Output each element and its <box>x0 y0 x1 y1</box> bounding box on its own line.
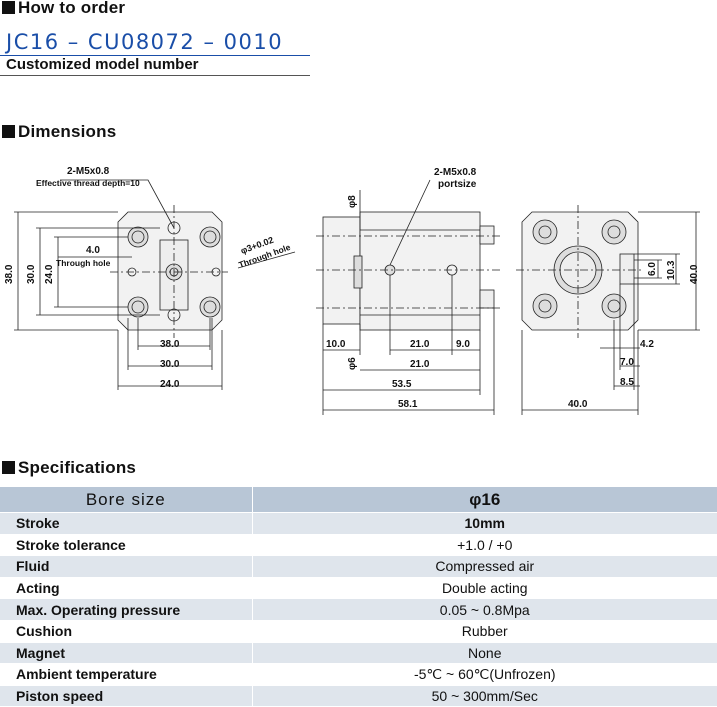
dim-back-d85: 8.5 <box>620 377 634 388</box>
spec-label: Stroke <box>0 512 253 535</box>
how-to-order-title: How to order <box>2 0 125 18</box>
caption-underline <box>0 75 310 76</box>
spec-header-label: Bore size <box>0 487 253 513</box>
spec-value: 10mm <box>252 512 717 535</box>
specifications-title: Specifications <box>2 458 136 478</box>
callout-thread-depth: Effective thread depth=10 <box>36 178 140 188</box>
dimensions-title: Dimensions <box>2 122 116 142</box>
spec-header-value: φ16 <box>252 487 717 513</box>
table-row: Cushion Rubber <box>0 620 717 643</box>
dimensions-label: Dimensions <box>18 122 117 141</box>
dim-back-d42: 4.2 <box>640 339 654 350</box>
spec-label: Ambient temperature <box>0 663 253 686</box>
dim-side-phi6: φ6 <box>347 357 358 370</box>
dim-back-v6: 6.0 <box>647 262 658 276</box>
spec-value: Compressed air <box>252 555 717 578</box>
spec-value: +1.0 / +0 <box>252 534 717 557</box>
dim-back-v103: 10.3 <box>666 260 677 280</box>
square-bullet-icon <box>2 125 15 138</box>
dim-back-v40: 40.0 <box>689 264 700 284</box>
table-row: Max. Operating pressure 0.05 ~ 0.8Mpa <box>0 598 717 621</box>
square-bullet-icon <box>2 461 15 474</box>
dim-front-h24: 24.0 <box>44 264 55 284</box>
dim-side-d21b: 21.0 <box>410 359 430 370</box>
table-row: Stroke 10mm <box>0 512 717 535</box>
table-row: Stroke tolerance +1.0 / +0 <box>0 534 717 557</box>
spec-label: Fluid <box>0 555 253 578</box>
model-number: JC16 – CU08072 – 0010 <box>6 30 284 54</box>
dim-side-phi8: φ8 <box>347 195 358 208</box>
table-row: Magnet None <box>0 642 717 665</box>
how-to-order-label: How to order <box>18 0 126 17</box>
callout-through-hole: Through hole <box>56 258 111 268</box>
spec-label: Magnet <box>0 642 253 665</box>
dimension-drawing: 2-M5x0.8 Effective thread depth=10 2-M5x… <box>4 166 700 415</box>
model-caption: Customized model number <box>6 56 199 73</box>
dim-front-h38: 38.0 <box>4 264 15 284</box>
dim-front-w38: 38.0 <box>160 339 180 350</box>
table-row: Fluid Compressed air <box>0 555 717 578</box>
dim-side-d9: 9.0 <box>456 339 470 350</box>
spec-label: Stroke tolerance <box>0 534 253 557</box>
spec-label: Acting <box>0 577 253 600</box>
dim-back-w40: 40.0 <box>568 399 588 410</box>
table-row: Ambient temperature -5℃ ~ 60℃(Unfrozen) <box>0 663 717 686</box>
dim-front-h30: 30.0 <box>26 264 37 284</box>
spec-value: Double acting <box>252 577 717 600</box>
spec-label: Max. Operating pressure <box>0 598 253 621</box>
dim-front-w30: 30.0 <box>160 359 180 370</box>
spec-value: None <box>252 642 717 665</box>
spec-value: 50 ~ 300mm/Sec <box>252 685 717 707</box>
dim-side-d21a: 21.0 <box>410 339 430 350</box>
dim-front-w24: 24.0 <box>160 379 180 390</box>
table-row: Piston speed 50 ~ 300mm/Sec <box>0 685 717 707</box>
dim-side-d10: 10.0 <box>326 339 346 350</box>
front-view <box>14 179 296 390</box>
spec-header-row: Bore size φ16 <box>0 487 717 513</box>
spec-value: Rubber <box>252 620 717 643</box>
callout-portsize: portsize <box>438 179 477 190</box>
spec-label: Piston speed <box>0 685 253 707</box>
dim-side-d581: 58.1 <box>398 399 418 410</box>
dim-back-d70: 7.0 <box>620 357 634 368</box>
spec-value: -5℃ ~ 60℃(Unfrozen) <box>252 663 717 686</box>
spec-value: 0.05 ~ 0.8Mpa <box>252 598 717 621</box>
side-view <box>316 179 500 415</box>
callout-thread-left: 2-M5x0.8 <box>67 166 110 177</box>
spec-label: Cushion <box>0 620 253 643</box>
square-bullet-icon <box>2 1 15 14</box>
model-underline <box>0 55 310 56</box>
dim-side-d535: 53.5 <box>392 379 412 390</box>
specifications-table: Bore size φ16 Stroke 10mm Stroke toleran… <box>0 487 717 707</box>
dim-front-d4: 4.0 <box>86 245 100 256</box>
callout-thread-right: 2-M5x0.8 <box>434 167 477 178</box>
back-view <box>516 205 700 415</box>
table-row: Acting Double acting <box>0 577 717 600</box>
specifications-label: Specifications <box>18 458 137 477</box>
